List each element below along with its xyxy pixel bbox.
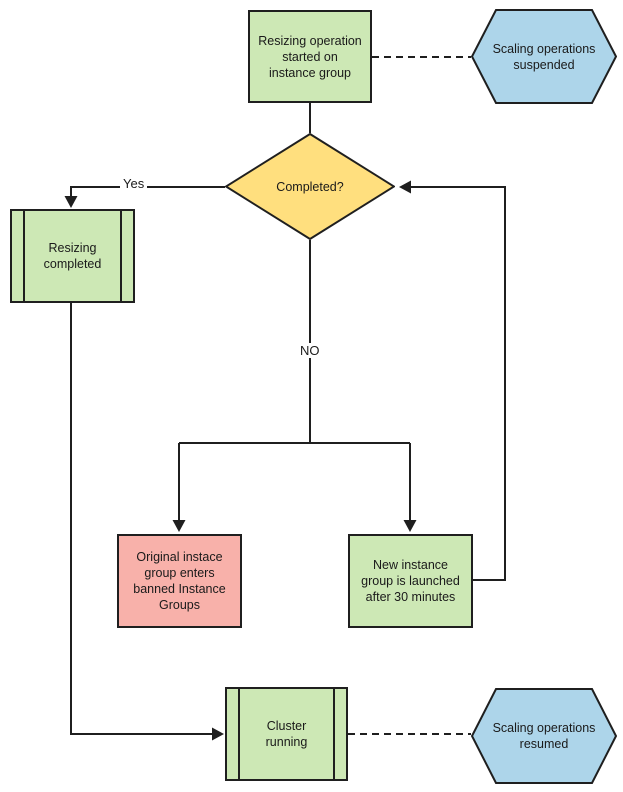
edge-resizing-cluster: [70, 303, 212, 735]
predefined-bar-left: [238, 689, 240, 779]
node-completed-label: Completed?: [276, 179, 344, 194]
hexagon-shape: [471, 688, 617, 784]
arrowhead-down-resizing: [64, 196, 78, 208]
node-suspended: Scaling operations suspended: [471, 9, 617, 104]
node-resizing-completed-label: Resizing completed: [43, 241, 102, 271]
predefined-bar-right: [333, 689, 335, 779]
arrowhead-down-newgroup: [403, 520, 417, 532]
edge-label-no: NO: [297, 343, 323, 358]
predefined-bar-left: [23, 211, 25, 301]
node-new-group-label: New instance group is launched after 30 …: [361, 558, 460, 604]
edge-completed-resizing: [70, 186, 225, 196]
node-resizing-completed: Resizing completed: [10, 209, 135, 303]
edge-label-yes: Yes: [120, 176, 148, 191]
node-banned-label: Original instace group enters banned Ins…: [133, 550, 226, 612]
predefined-bar-right: [120, 211, 122, 301]
node-cluster: Cluster running: [225, 687, 348, 781]
node-suspended-label: Scaling operations suspended: [492, 41, 596, 72]
node-start: Resizing operation started on instance g…: [248, 10, 372, 103]
edge-newgroup-completed: [411, 186, 506, 581]
arrowhead-right-cluster: [212, 727, 224, 741]
node-cluster-label: Cluster running: [265, 719, 308, 749]
node-completed: Completed?: [225, 133, 395, 240]
arrowhead-down-banned: [172, 520, 186, 532]
node-banned: Original instace group enters banned Ins…: [117, 534, 242, 628]
node-resumed-label: Scaling operations resumed: [492, 721, 596, 751]
hexagon-shape: [471, 9, 617, 104]
arrowhead-left-completed: [399, 180, 411, 194]
node-start-label: Resizing operation started on instance g…: [258, 33, 362, 80]
diamond-shape: [225, 133, 395, 240]
node-new-group: New instance group is launched after 30 …: [348, 534, 473, 628]
node-resumed: Scaling operations resumed: [471, 688, 617, 784]
